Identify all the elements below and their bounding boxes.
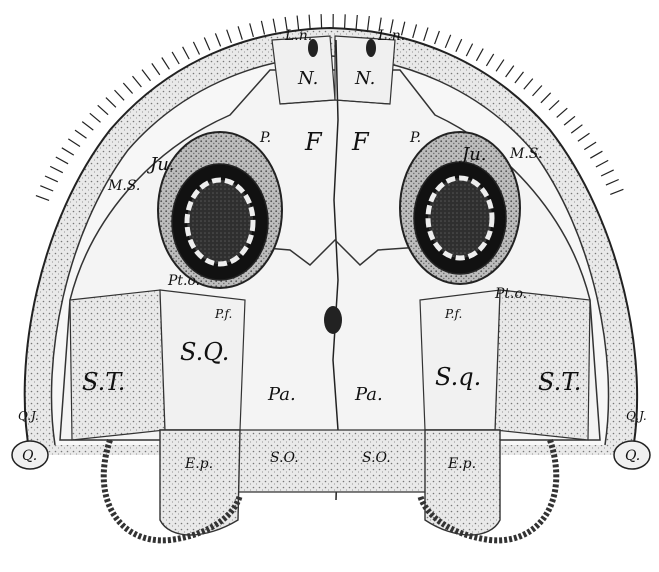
tooth xyxy=(578,133,590,141)
tooth xyxy=(82,122,93,131)
tooth xyxy=(106,98,116,108)
tooth xyxy=(486,54,493,66)
label-pto-right: Pt.o. xyxy=(494,286,527,302)
label-pf-right: P.f. xyxy=(444,307,462,321)
tooth xyxy=(466,44,472,57)
tooth xyxy=(321,14,322,28)
label-qj-left: Q.J. xyxy=(18,409,39,423)
tooth xyxy=(56,157,68,164)
tooth xyxy=(506,66,514,77)
label-ln-right: L.n. xyxy=(377,28,405,44)
tooth xyxy=(557,108,568,117)
tooth xyxy=(435,31,440,44)
label-n-left: N. xyxy=(297,68,318,89)
label-so-left: S.O. xyxy=(270,450,299,466)
tooth xyxy=(142,70,151,81)
tooth xyxy=(496,60,504,72)
tooth xyxy=(123,83,132,94)
label-st-left: S.T. xyxy=(82,368,125,396)
label-pa-left: Pa. xyxy=(267,384,296,405)
tooth xyxy=(590,151,602,158)
label-ln-left: L.n. xyxy=(284,28,312,44)
label-ms-right: M.S. xyxy=(509,146,542,162)
tooth xyxy=(596,160,608,167)
label-f-left: F xyxy=(304,128,323,156)
tooth xyxy=(98,105,108,114)
tooth xyxy=(227,30,232,43)
supratemporal-right xyxy=(495,290,590,440)
tooth xyxy=(564,116,575,125)
tooth xyxy=(172,52,179,64)
tooth xyxy=(610,189,623,194)
tooth xyxy=(238,26,242,39)
tooth xyxy=(162,58,170,70)
label-q-left: Q. xyxy=(22,448,37,464)
label-p-left: P. xyxy=(259,130,271,146)
label-qj-right: Q.J. xyxy=(626,409,647,423)
epiotic-left xyxy=(160,430,240,535)
tooth xyxy=(152,63,160,75)
label-f-right: F xyxy=(351,128,370,156)
label-pf-left: P.f. xyxy=(214,307,232,321)
label-q-right: Q. xyxy=(625,448,640,464)
label-ju-right: Ju. xyxy=(458,144,487,165)
tooth xyxy=(62,148,74,155)
tooth xyxy=(133,76,142,87)
tooth xyxy=(571,125,582,133)
parietal-foramen xyxy=(324,306,342,334)
tooth xyxy=(261,21,264,35)
tooth xyxy=(75,130,87,138)
tooth xyxy=(115,90,125,100)
tooth xyxy=(524,79,533,90)
tooth xyxy=(476,49,483,61)
tooth xyxy=(40,186,53,191)
label-p-right: P. xyxy=(409,130,421,146)
orbit-right xyxy=(400,132,520,284)
label-sq-right: S.q. xyxy=(435,363,481,391)
orbit-left xyxy=(158,132,282,288)
tooth xyxy=(250,23,254,37)
label-st-right: S.T. xyxy=(538,368,581,396)
tooth xyxy=(204,38,210,51)
tooth xyxy=(309,15,310,29)
tooth xyxy=(45,176,58,182)
label-sq-left: S.Q. xyxy=(180,338,229,366)
label-pa-right: Pa. xyxy=(354,384,383,405)
tooth xyxy=(601,170,614,176)
label-pto-left: Pt.o. xyxy=(167,273,200,289)
tooth xyxy=(606,180,619,186)
tooth xyxy=(515,72,524,83)
label-ju-left: Ju. xyxy=(146,154,175,175)
tooth xyxy=(68,139,80,147)
tooth xyxy=(90,113,101,122)
tooth xyxy=(413,24,417,38)
tooth xyxy=(50,166,63,172)
tooth xyxy=(36,196,49,201)
tooth xyxy=(193,42,199,55)
label-ms-left: M.S. xyxy=(107,178,140,194)
tooth xyxy=(445,35,450,48)
tooth xyxy=(345,14,346,28)
tooth xyxy=(368,16,370,30)
nostril-right xyxy=(366,39,376,57)
tooth xyxy=(533,86,542,96)
tooth xyxy=(183,47,190,59)
supratemporal-left xyxy=(70,290,165,440)
label-ep-right: E.p. xyxy=(447,456,476,472)
tooth xyxy=(424,28,428,41)
label-so-right: S.O. xyxy=(362,450,391,466)
tooth xyxy=(541,93,551,103)
tooth xyxy=(584,142,596,150)
tooth xyxy=(549,100,559,110)
tooth xyxy=(456,39,462,52)
label-ep-left: E.p. xyxy=(184,456,213,472)
tooth xyxy=(273,19,276,33)
label-n-right: N. xyxy=(354,68,375,89)
tooth xyxy=(215,33,220,46)
tooth xyxy=(356,15,357,29)
